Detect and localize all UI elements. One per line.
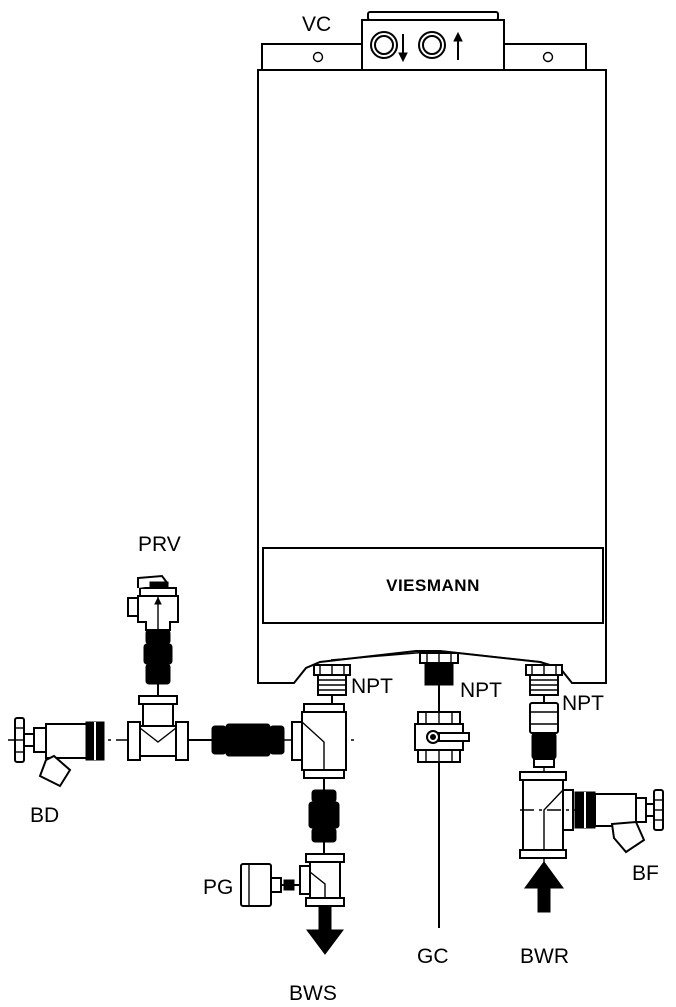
fill-valve xyxy=(574,789,664,854)
npt-fitting-right xyxy=(525,664,563,696)
label-gas-connection: GC xyxy=(417,945,449,968)
vent-connector xyxy=(361,11,505,71)
return-coupling xyxy=(529,695,559,768)
supply-tee xyxy=(291,695,347,779)
gas-valve-handle xyxy=(438,732,470,742)
prv-nipple xyxy=(143,629,173,696)
label-boiler-water-supply: BWS xyxy=(289,982,337,1005)
boiler-unit: VIESMANN xyxy=(257,11,607,684)
npt-fitting-left xyxy=(313,664,351,696)
supply-flow-arrow xyxy=(306,905,344,955)
label-npt-left: NPT xyxy=(351,675,393,698)
bracket-hole-left xyxy=(312,51,324,63)
supply-nipple-horizontal xyxy=(188,723,285,757)
bracket-hole-right xyxy=(542,51,554,63)
logo-panel xyxy=(262,547,604,624)
label-boiler-water-return: BWR xyxy=(520,945,569,968)
label-npt-right: NPT xyxy=(562,692,604,715)
supply-nipple-vertical xyxy=(308,778,340,854)
label-drain-valve: BD xyxy=(30,804,59,827)
drain-valve xyxy=(14,717,105,788)
label-npt-center: NPT xyxy=(460,679,502,702)
pressure-gauge xyxy=(240,863,300,907)
gauge-tee xyxy=(299,853,345,907)
pressure-relief-valve xyxy=(127,574,179,631)
npt-fitting-center xyxy=(419,652,459,686)
label-pressure-relief-valve: PRV xyxy=(138,533,181,556)
label-pressure-gauge: PG xyxy=(203,876,233,899)
left-tee xyxy=(127,695,189,761)
brand-logo: VIESMANN xyxy=(386,576,480,595)
label-fill-valve: BF xyxy=(632,862,659,885)
return-flow-arrow xyxy=(524,861,564,913)
label-vent-connector: VC xyxy=(302,13,331,36)
gas-shutoff-valve xyxy=(414,685,470,928)
